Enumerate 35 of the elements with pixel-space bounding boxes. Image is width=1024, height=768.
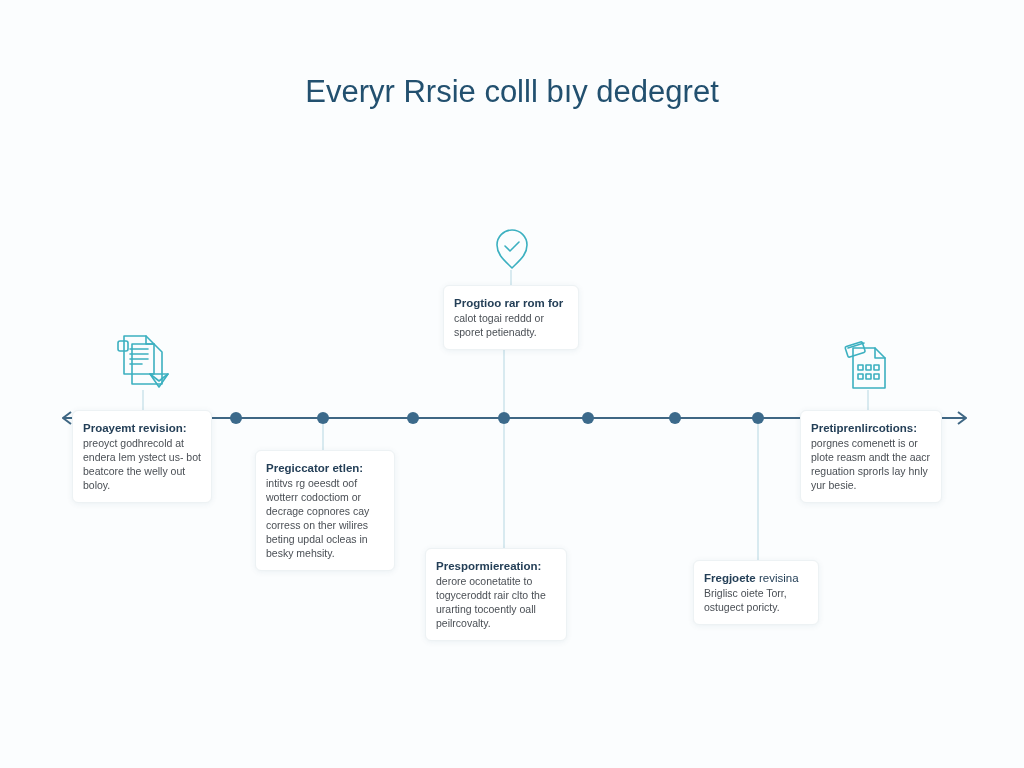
timeline-dot bbox=[317, 412, 329, 424]
connector-line bbox=[503, 349, 505, 413]
card-text: calot togai reddd or sporet petienadty. bbox=[454, 311, 545, 339]
connector-line bbox=[322, 423, 324, 451]
event-card bbox=[255, 450, 395, 571]
card-text: Briglisc oiete Torr, ostugect poricty. bbox=[704, 586, 788, 614]
timeline-dot bbox=[669, 412, 681, 424]
connector-line bbox=[757, 423, 759, 561]
card-heading: Progtioo rar rom for bbox=[454, 296, 565, 311]
card-text: derore oconetatite to togyceroddt rair clto the urarting tocoently oall peilrcovalty. bbox=[436, 574, 547, 630]
card-heading: Pretiprenlircotions: bbox=[811, 421, 919, 436]
card-heading: Fregjoete revisina bbox=[704, 571, 800, 586]
event-card bbox=[425, 548, 567, 641]
connector-line bbox=[142, 389, 144, 411]
diagram-title: Everyr Rrsie colll bıy dedegret bbox=[305, 73, 719, 111]
event-card bbox=[693, 560, 819, 625]
timeline-dot bbox=[582, 412, 594, 424]
timeline-dot bbox=[498, 412, 510, 424]
connector-line bbox=[503, 423, 505, 549]
card-heading: Prespormiereation: bbox=[436, 559, 543, 574]
connector-line bbox=[867, 389, 869, 411]
card-heading: Proayemt revision: bbox=[83, 421, 188, 436]
event-card bbox=[72, 410, 212, 503]
timeline-dot bbox=[230, 412, 242, 424]
card-text: preoyct godhrecold at endera lem ystect us- bot beatcore the welly out boloy. bbox=[83, 436, 201, 492]
document-stack-icon bbox=[116, 332, 170, 390]
event-card bbox=[443, 285, 579, 350]
check-pin-icon bbox=[495, 228, 529, 270]
timeline-dot bbox=[752, 412, 764, 424]
timeline-dot bbox=[407, 412, 419, 424]
event-card bbox=[800, 410, 942, 503]
connector-line bbox=[510, 269, 512, 286]
card-text: porgnes comenett is or plote reasm andt the aacr reguation sprorls lay hnly yur besie. bbox=[811, 436, 931, 492]
card-heading: Pregiccator etlen: bbox=[266, 461, 365, 476]
card-text: intitvs rg oeesdt oof wotterr codoctiom or decrage copnores cay corress on ther wilires beting updal ocleas in besky mehsity. bbox=[266, 476, 371, 560]
